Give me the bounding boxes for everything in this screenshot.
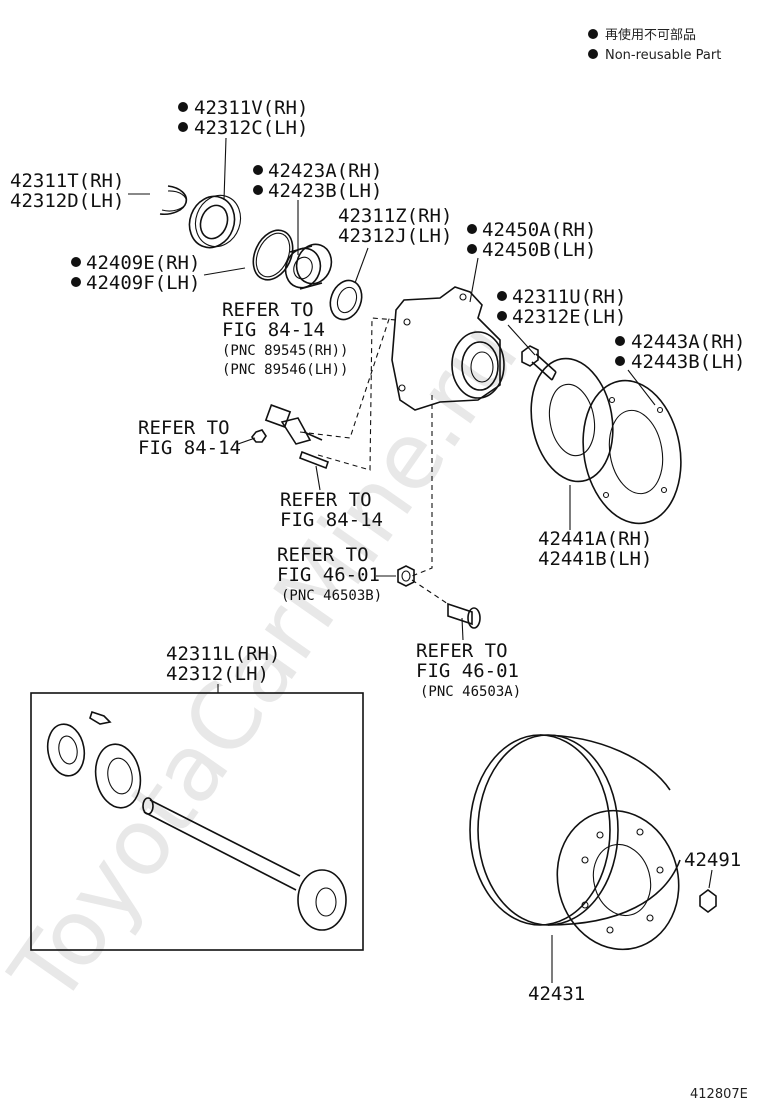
label-42409E[interactable]: 42409E(RH) 42409F(LH) (71, 252, 200, 294)
leader-lines (128, 137, 713, 983)
gasket-part[interactable] (522, 352, 622, 488)
refer-to-fig-46-01-nut[interactable]: REFER TO FIG 46-01 (PNC 46503B) (277, 544, 382, 604)
refer-to-fig-84-14-nut[interactable]: REFER TO FIG 84-14 (138, 417, 241, 459)
svg-text:(PNC 89545(RH)): (PNC 89545(RH)) (222, 343, 348, 359)
svg-text:42312J(LH): 42312J(LH) (338, 225, 452, 247)
svg-text:42311T(RH): 42311T(RH) (10, 170, 124, 192)
svg-text:(PNC 46503B): (PNC 46503B) (281, 588, 382, 604)
axle-shaft-kit-part[interactable] (30, 692, 364, 951)
hub-nut-part[interactable] (397, 565, 415, 587)
label-42311V[interactable]: 42311V(RH) 42312C(LH) (178, 97, 308, 139)
svg-text:42450A(RH): 42450A(RH) (482, 219, 596, 241)
svg-text:FIG 84-14: FIG 84-14 (138, 437, 241, 459)
legend-en: Non-reusable Part (605, 48, 721, 63)
svg-text:REFER TO: REFER TO (222, 299, 314, 321)
sensor-bolt-part[interactable] (298, 450, 330, 470)
assembly-dashed-lines (299, 315, 449, 605)
svg-text:42443B(LH): 42443B(LH) (631, 351, 745, 373)
svg-text:REFER TO: REFER TO (138, 417, 230, 439)
svg-text:REFER TO: REFER TO (280, 489, 372, 511)
svg-text:FIG 84-14: FIG 84-14 (222, 319, 325, 341)
label-42311L[interactable]: 42311L(RH) 42312(LH) (166, 643, 280, 685)
svg-text:REFER TO: REFER TO (277, 544, 369, 566)
label-42450A[interactable]: 42450A(RH) 42450B(LH) (467, 219, 596, 261)
svg-text:42311V(RH): 42311V(RH) (194, 97, 308, 119)
label-42441A[interactable]: 42441A(RH) 42441B(LH) (538, 528, 652, 570)
brake-drum-part[interactable] (469, 734, 694, 963)
label-42431[interactable]: 42431 (528, 983, 585, 1005)
speed-sensor-part[interactable] (264, 404, 323, 445)
svg-text:42311Z(RH): 42311Z(RH) (338, 205, 452, 227)
svg-text:42312C(LH): 42312C(LH) (194, 117, 308, 139)
label-42491[interactable]: 42491 (684, 849, 741, 871)
bearing-part[interactable] (280, 239, 337, 292)
svg-text:42409F(LH): 42409F(LH) (86, 272, 200, 294)
svg-text:42491: 42491 (684, 849, 741, 871)
snap-ring-part[interactable] (159, 185, 188, 216)
hub-bearing-part[interactable] (391, 286, 505, 411)
backing-plate-part[interactable] (572, 373, 692, 531)
drum-screw-part[interactable] (699, 889, 717, 913)
svg-text:42311L(RH): 42311L(RH) (166, 643, 280, 665)
oil-seal-part[interactable] (182, 189, 247, 254)
label-42423A[interactable]: 42423A(RH) 42423B(LH) (253, 160, 382, 202)
svg-text:42312(LH): 42312(LH) (166, 663, 269, 685)
label-42311Z[interactable]: 42311Z(RH) 42312J(LH) (338, 205, 452, 247)
svg-text:42441A(RH): 42441A(RH) (538, 528, 652, 550)
svg-text:42443A(RH): 42443A(RH) (631, 331, 745, 353)
label-42443A[interactable]: 42443A(RH) 42443B(LH) (615, 331, 745, 373)
svg-text:42423B(LH): 42423B(LH) (268, 180, 382, 202)
label-42311U[interactable]: 42311U(RH) 42312E(LH) (497, 286, 626, 328)
label-42311T[interactable]: 42311T(RH) 42312D(LH) (10, 170, 124, 212)
refer-to-fig-84-14-sensor[interactable]: REFER TO FIG 84-14 (PNC 89545(RH)) (PNC … (222, 299, 348, 378)
svg-text:42312E(LH): 42312E(LH) (512, 306, 626, 328)
refer-to-fig-46-01-bolt[interactable]: REFER TO FIG 46-01 (PNC 46503A) (416, 640, 521, 700)
svg-text:FIG 84-14: FIG 84-14 (280, 509, 383, 531)
svg-text:(PNC 89546(LH)): (PNC 89546(LH)) (222, 362, 348, 378)
svg-text:42312D(LH): 42312D(LH) (10, 190, 124, 212)
sensor-nut-part[interactable] (250, 429, 267, 443)
refer-to-fig-84-14-bolt[interactable]: REFER TO FIG 84-14 (280, 489, 383, 531)
svg-text:FIG 46-01: FIG 46-01 (277, 564, 380, 586)
non-reusable-dot-icon (588, 49, 598, 59)
legend-jp: 再使用不可部品 (605, 27, 696, 43)
figure-id: 412807E (690, 1087, 748, 1102)
svg-text:(PNC 46503A): (PNC 46503A) (420, 684, 521, 700)
svg-text:FIG 46-01: FIG 46-01 (416, 660, 519, 682)
non-reusable-dot-icon (588, 29, 598, 39)
svg-text:42409E(RH): 42409E(RH) (86, 252, 200, 274)
svg-text:42450B(LH): 42450B(LH) (482, 239, 596, 261)
svg-text:42423A(RH): 42423A(RH) (268, 160, 382, 182)
inner-seal-part[interactable] (325, 276, 367, 324)
svg-text:42441B(LH): 42441B(LH) (538, 548, 652, 570)
hub-stud-bolt-part[interactable] (447, 602, 481, 629)
svg-text:REFER TO: REFER TO (416, 640, 508, 662)
svg-text:42431: 42431 (528, 983, 585, 1005)
svg-text:42311U(RH): 42311U(RH) (512, 286, 626, 308)
